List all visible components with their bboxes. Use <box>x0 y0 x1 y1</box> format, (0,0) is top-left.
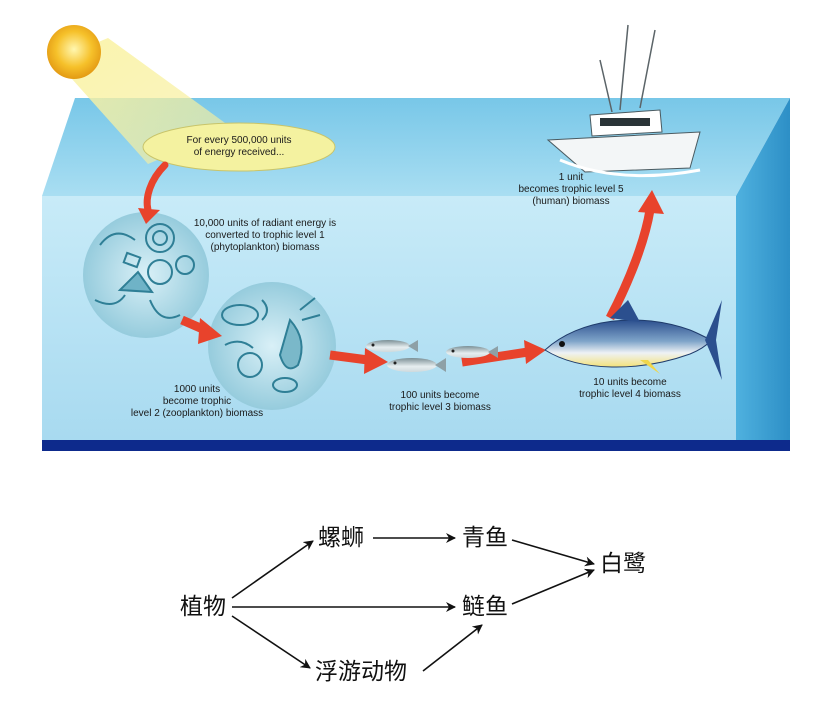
node-plants: 植物 <box>180 594 226 620</box>
level4-line-1: 10 units become <box>593 377 667 388</box>
level3-label: 100 units become trophic level 3 biomass <box>370 390 510 414</box>
node-black-carp: 青鱼 <box>462 525 508 551</box>
level3-line-1: 100 units become <box>400 390 480 401</box>
zooplankton-circle <box>208 282 336 410</box>
level2-line-2: become trophic <box>162 396 232 407</box>
node-silver-carp: 鲢鱼 <box>462 594 508 620</box>
level4-label: 10 units become trophic level 4 biomass <box>565 377 695 401</box>
water-bottom-bar <box>42 440 790 451</box>
node-zooplankton: 浮游动物 <box>315 659 407 685</box>
level2-line-1: 1000 units <box>173 384 221 395</box>
level1-line-1: 10,000 units of radiant energy is <box>193 218 337 229</box>
sun-icon <box>47 25 101 79</box>
level4-line-2: trophic level 4 biomass <box>579 389 681 400</box>
small-fish-group <box>366 340 498 372</box>
level3-line-2: trophic level 3 biomass <box>389 402 491 413</box>
level5-line-3: (human) biomass <box>532 196 610 207</box>
node-snail: 螺蛳 <box>318 525 364 551</box>
level1-line-2: converted to trophic level 1 <box>205 230 325 241</box>
level5-label: 1 unit becomes trophic level 5 (human) b… <box>506 172 636 208</box>
level2-line-3: level 2 (zooplankton) biomass <box>130 408 264 419</box>
sun-callout-line-2: of energy received... <box>193 147 285 158</box>
phytoplankton-circle <box>83 212 209 338</box>
sun-callout-bubble <box>142 122 336 172</box>
tuna-fish <box>544 300 722 380</box>
level1-line-3: (phytoplankton) biomass <box>210 242 320 253</box>
level5-line-1: 1 unit <box>558 172 584 183</box>
fishing-boat <box>546 24 701 178</box>
water-front <box>42 196 736 440</box>
level2-label: 1000 units become trophic level 2 (zoopl… <box>112 384 282 420</box>
sun-callout-text: For every 500,000 units of energy receiv… <box>168 135 310 159</box>
sun-callout-line-1: For every 500,000 units <box>186 135 292 146</box>
level5-line-2: becomes trophic level 5 <box>518 184 624 195</box>
node-egret: 白鹭 <box>600 551 646 577</box>
food-web-arrows <box>231 533 595 672</box>
water-side <box>736 98 790 440</box>
energy-flow-arrows <box>138 161 664 374</box>
phytoplankton-organisms <box>94 223 195 319</box>
zooplankton-organisms <box>221 297 321 393</box>
level1-label: 10,000 units of radiant energy is conver… <box>175 218 355 254</box>
